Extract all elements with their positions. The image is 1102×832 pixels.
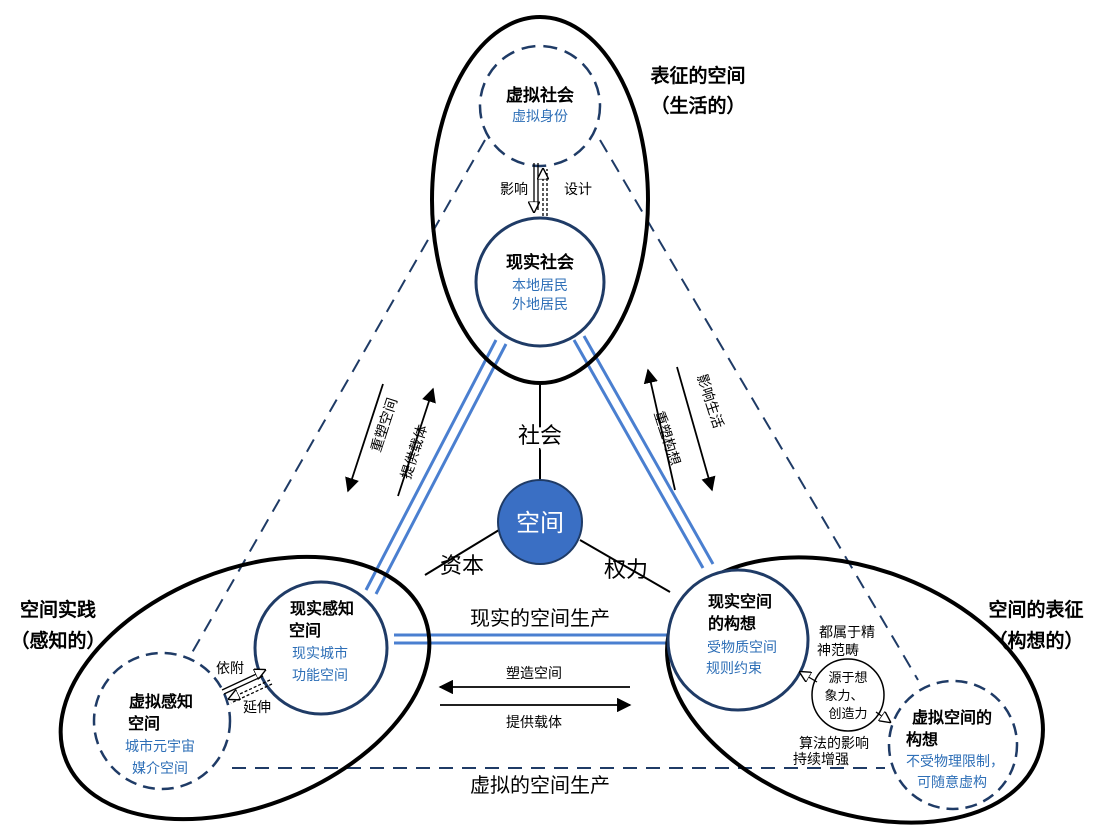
top-design-label: 设计	[564, 182, 592, 198]
real-conceived-sub1: 受物质空间	[707, 640, 777, 656]
social-link-label: 社会	[518, 424, 562, 449]
top-region-subtitle: （生活的）	[650, 94, 745, 117]
real-perceived-sub1: 现实城市	[292, 645, 348, 662]
imagination-line1: 源于想	[828, 670, 867, 686]
spirit-line1: 都属于精	[819, 625, 875, 641]
virtual-society-title: 虚拟社会	[506, 85, 574, 106]
center-links	[424, 385, 671, 593]
virtual-conceived-title1: 虚拟空间的	[912, 708, 992, 727]
left-reshape-label: 重塑空间	[369, 396, 402, 454]
top-region-title: 表征的空间	[650, 64, 745, 87]
virtual-conceived-title2: 构想	[906, 730, 938, 749]
right-region-subtitle: （构想的）	[988, 629, 1083, 652]
real-conceived-sub2: 规则约束	[706, 661, 762, 677]
real-conceived-title2: 的构想	[708, 614, 756, 633]
real-society-title: 现实社会	[506, 252, 574, 273]
left-region-ellipse	[58, 554, 432, 822]
center-space-label: 空间	[516, 509, 564, 537]
real-triangle-edges	[364, 335, 715, 645]
left-region-title: 空间实践	[20, 598, 96, 621]
real-society-sub2: 外地居民	[512, 297, 568, 313]
algo-line1: 算法的影响	[799, 736, 869, 752]
virtual-perceived-sub2: 媒介空间	[132, 761, 188, 777]
virtual-perceived-title2: 空间	[128, 714, 160, 733]
imagination-circle	[811, 658, 885, 732]
algo-line2: 持续增强	[793, 751, 849, 768]
spirit-line2: 神范畴	[817, 642, 859, 659]
real-production-label: 现实的空间生产	[470, 606, 610, 630]
real-perceived-circle	[253, 580, 389, 716]
bottom-carrier-label: 提供载体	[506, 715, 562, 731]
real-society-sub1: 本地居民	[512, 278, 568, 294]
extend-label: 延伸	[243, 700, 271, 716]
right-region-title: 空间的表征	[988, 598, 1083, 621]
top-region-ellipse	[430, 15, 650, 385]
virtual-production-label: 虚拟的空间生产	[470, 773, 610, 797]
imagination-arrows	[800, 672, 890, 722]
virtual-conceived-sub1: 不受物理限制，	[906, 754, 1004, 770]
real-society-circle	[474, 216, 606, 348]
virtual-perceived-sub1: 城市元宇宙	[125, 738, 195, 755]
bottom-arrows	[438, 679, 632, 713]
power-link-label: 权力	[604, 558, 648, 583]
virtual-society-sub: 虚拟身份	[512, 109, 568, 125]
imagination-line3: 创造力	[828, 707, 867, 722]
influence-design-arrows	[534, 163, 547, 216]
real-conceived-circle	[666, 568, 810, 712]
attach-label: 依附	[216, 661, 244, 677]
virtual-perceived-circle	[92, 651, 232, 791]
attach-extend-arrows	[221, 670, 273, 704]
left-side-arrows	[345, 383, 436, 497]
virtual-society-circle	[478, 44, 602, 168]
right-influence-label: 影响生活	[693, 372, 726, 430]
virtual-conceived-sub2: 可随意虚构	[917, 774, 987, 791]
virtual-perceived-title1: 虚拟感知	[129, 692, 193, 711]
center-space-circle	[497, 479, 583, 565]
right-side-arrows	[643, 366, 716, 492]
virtual-conceived-circle	[887, 679, 1019, 811]
capital-link-label: 资本	[440, 554, 484, 579]
left-region-subtitle: （感知的）	[10, 629, 105, 652]
top-influence-label: 影响	[500, 182, 528, 198]
real-conceived-title1: 现实空间	[708, 592, 772, 611]
imagination-line2: 象力、	[824, 689, 863, 704]
real-perceived-title1: 现实感知	[290, 599, 354, 618]
bottom-shape-label: 塑造空间	[506, 666, 562, 682]
real-perceived-sub2: 功能空间	[292, 668, 348, 684]
real-perceived-title2: 空间	[289, 621, 321, 640]
